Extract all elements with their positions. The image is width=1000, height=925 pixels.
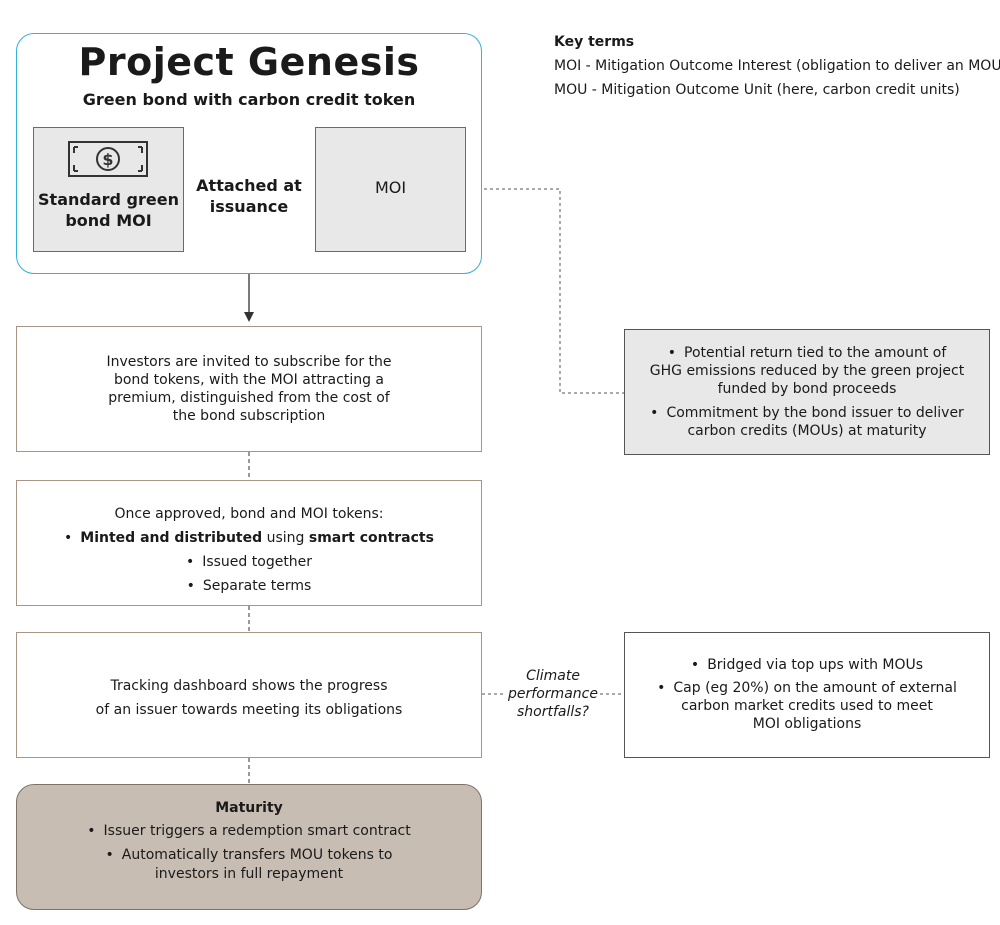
shortfall-detail-topups: Bridged via top ups with MOUs xyxy=(624,655,990,675)
issuance-arrowhead xyxy=(244,312,254,322)
dollar-bill-icon: $ xyxy=(68,141,148,177)
approval-step-text: Once approved, bond and MOI tokens: Mint… xyxy=(16,502,482,598)
green-bond-moi-label: Standard green bond MOI xyxy=(38,190,179,230)
moi-detail-commitment: Commitment by the bond issuer to deliver xyxy=(624,404,990,422)
moi-box xyxy=(315,127,466,252)
subscription-step-box xyxy=(16,326,482,452)
approval-bullet-minted: Minted and distributed using smart contr… xyxy=(16,526,482,550)
tracking-step-text: Tracking dashboard shows the progress of… xyxy=(95,678,403,718)
tracking-step-box xyxy=(16,632,482,758)
approval-bullet-issued: Issued together xyxy=(16,550,482,574)
key-terms-title: Key terms xyxy=(554,34,635,50)
shortfall-detail-cap: Cap (eg 20%) on the amount of external xyxy=(624,679,990,697)
svg-text:$: $ xyxy=(102,150,113,169)
moi-details-text: Potential return tied to the amount of G… xyxy=(624,344,990,440)
maturity-text: Maturity Issuer triggers a redemption sm… xyxy=(16,797,482,881)
shortfall-details-text: Bridged via top ups with MOUs Cap (eg 20… xyxy=(624,655,990,733)
connector-moi-details xyxy=(466,188,624,394)
page-subtitle: Green bond with carbon credit token xyxy=(82,90,416,109)
subscription-step-text: Investors are invited to subscribe for t… xyxy=(106,354,392,424)
approval-bullet-terms: Separate terms xyxy=(16,574,482,598)
key-term-mou: MOU - Mitigation Outcome Unit (here, car… xyxy=(554,82,960,98)
attached-at-issuance-label: Attached at issuance xyxy=(196,176,302,216)
moi-detail-return: Potential return tied to the amount of xyxy=(624,344,990,362)
page-title: Project Genesis xyxy=(78,40,420,84)
maturity-title: Maturity xyxy=(215,800,283,816)
maturity-bullet-transfer: Automatically transfers MOU tokens to xyxy=(16,843,482,867)
green-bond-moi-box xyxy=(33,127,184,252)
climate-shortfall-label: Climate performance shortfalls? xyxy=(508,668,598,720)
key-term-moi: MOI - Mitigation Outcome Interest (oblig… xyxy=(554,58,1000,74)
maturity-bullet-redemption: Issuer triggers a redemption smart contr… xyxy=(16,819,482,843)
moi-label: MOI xyxy=(374,178,407,197)
